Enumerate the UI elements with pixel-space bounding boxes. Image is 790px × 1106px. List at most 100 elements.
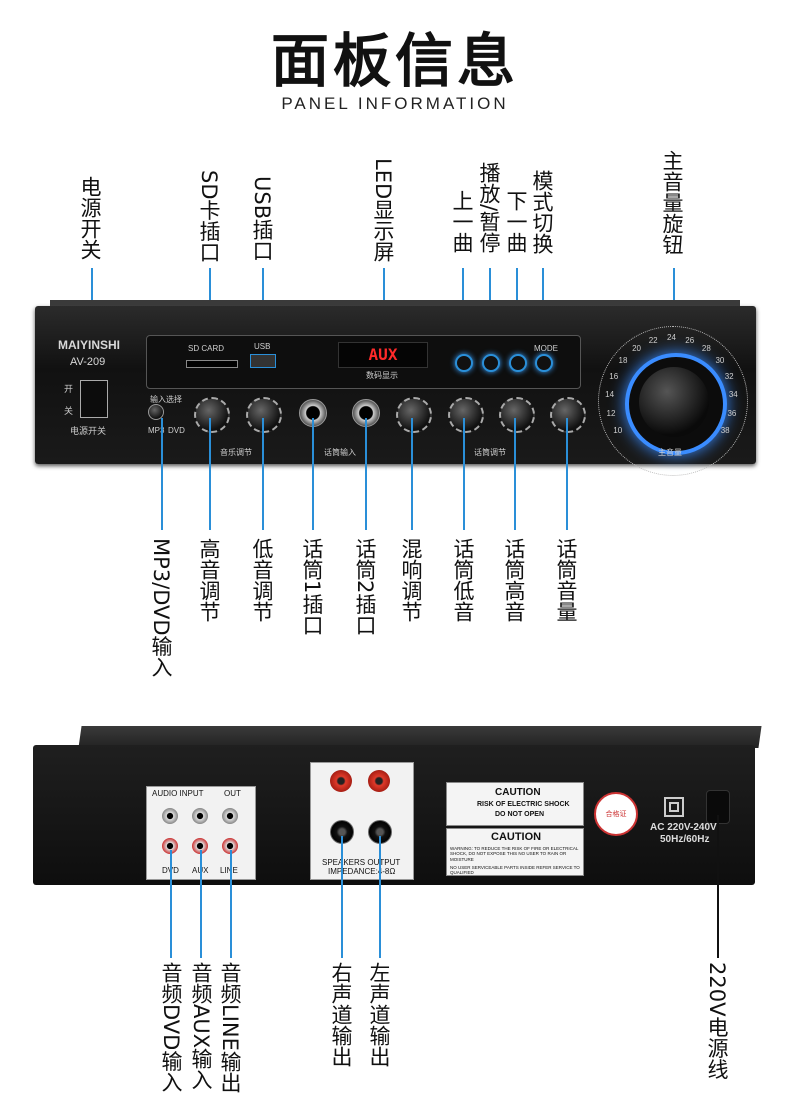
label-master-volume: 主音量旋钮 xyxy=(660,150,685,255)
volume-scale-tick: 20 xyxy=(632,343,641,353)
mode-button[interactable] xyxy=(535,354,553,372)
line-left-jack[interactable] xyxy=(222,808,238,824)
prev-track-button[interactable] xyxy=(455,354,473,372)
label-bass: 低音调节 xyxy=(250,538,275,622)
ac-spec-voltage: AC 220V-240V xyxy=(650,822,717,833)
mic-treble-knob[interactable] xyxy=(499,397,535,433)
caution-title: CAUTION xyxy=(495,787,541,798)
pointer-line-mic1 xyxy=(312,418,314,530)
mic-input-text: 话筒输入 xyxy=(324,448,356,457)
label-audio-aux: 音频AUX输入 xyxy=(189,962,214,1091)
next-track-button[interactable] xyxy=(509,354,527,372)
label-play-pause: 播放/暂停 xyxy=(477,162,502,254)
mic-adjust-text: 话筒调节 xyxy=(474,448,506,457)
play-pause-button[interactable] xyxy=(482,354,500,372)
caution-label-top: CAUTION RISK OF ELECTRIC SHOCK DO NOT OP… xyxy=(446,782,584,826)
pointer-line-line xyxy=(230,850,232,958)
label-mic-treble: 话筒高音 xyxy=(502,538,527,622)
front-panel-top xyxy=(50,300,740,310)
pointer-line-right-out xyxy=(341,836,343,958)
master-volume-knob[interactable] xyxy=(639,367,709,437)
power-cord xyxy=(717,815,719,958)
mic-volume-knob[interactable] xyxy=(550,397,586,433)
volume-scale-tick: 12 xyxy=(606,408,616,418)
sd-card-text: SD CARD xyxy=(188,344,225,353)
pointer-line-treble xyxy=(209,418,211,530)
left-positive-terminal[interactable] xyxy=(368,770,390,792)
impedance-text: IMPEDANCE:4-8Ω xyxy=(328,867,396,876)
page-title: 面板信息 xyxy=(270,27,519,95)
pointer-line-mic-bass xyxy=(463,418,465,530)
volume-scale-tick: 18 xyxy=(618,356,628,366)
volume-scale-tick: 24 xyxy=(667,333,676,342)
volume-scale-tick: 28 xyxy=(701,343,711,353)
led-display: AUX xyxy=(338,342,428,368)
volume-scale-tick: 10 xyxy=(613,426,623,435)
switch-caption: 电源开关 xyxy=(70,427,107,437)
label-treble: 高音调节 xyxy=(197,538,222,622)
label-right-out: 右声道输出 xyxy=(329,962,354,1067)
label-mic-bass: 话筒低音 xyxy=(451,538,476,622)
input-select-text: 输入选择 xyxy=(150,395,182,404)
speakers-output-text: SPEAKERS OUTPUT xyxy=(322,858,401,867)
label-mic-volume: 话筒音量 xyxy=(554,538,579,622)
label-audio-dvd: 音频DVD输入 xyxy=(159,962,184,1093)
pointer-line-mic-treble xyxy=(514,418,516,530)
aux-right-jack[interactable] xyxy=(192,838,208,854)
power-switch[interactable] xyxy=(80,380,108,418)
warning-text: WARNING: TO REDUCE THE RISK OF FIRE OR E… xyxy=(450,846,579,862)
dvd-left-jack[interactable] xyxy=(162,808,178,824)
mic-bass-knob[interactable] xyxy=(448,397,484,433)
right-positive-terminal[interactable] xyxy=(330,770,352,792)
echo-knob[interactable] xyxy=(396,397,432,433)
master-caption: 主音量 xyxy=(658,448,682,457)
label-left-out: 左声道输出 xyxy=(367,962,392,1067)
line-right-jack[interactable] xyxy=(222,838,238,854)
label-power-switch: 电源开关 xyxy=(78,176,103,260)
speaker-output-block xyxy=(310,762,414,880)
pointer-line-mic-volume xyxy=(566,418,568,530)
sd-card-slot[interactable] xyxy=(186,360,238,368)
usb-text: USB xyxy=(254,342,271,351)
usb-port[interactable] xyxy=(250,354,276,368)
volume-scale-tick: 38 xyxy=(720,426,730,435)
volume-scale-tick: 22 xyxy=(648,335,658,345)
model-number: AV-209 xyxy=(70,356,106,368)
volume-scale-tick: 16 xyxy=(609,372,619,382)
volume-scale-tick: 14 xyxy=(605,390,615,400)
audio-input-text: AUDIO INPUT xyxy=(152,789,204,798)
treble-knob[interactable] xyxy=(194,397,230,433)
label-audio-line: 音频LINE输出 xyxy=(218,962,243,1093)
label-power-cord: 220V电源线 xyxy=(705,962,730,1080)
label-mic1: 话筒1插口 xyxy=(300,538,325,636)
label-echo: 混响调节 xyxy=(399,538,424,622)
pointer-line-mp3 xyxy=(161,418,163,530)
label-sd-slot: SD卡插口 xyxy=(197,170,222,263)
volume-scale-tick: 34 xyxy=(728,390,738,400)
input-select-switch[interactable] xyxy=(148,404,164,420)
mode-text: MODE xyxy=(534,344,558,353)
switch-on-text: 开 xyxy=(64,385,74,395)
pointer-line-echo xyxy=(411,418,413,530)
dvd-text: DVD xyxy=(168,426,185,435)
line-text: LINE xyxy=(220,866,238,875)
label-prev-track: 上一曲 xyxy=(450,190,475,253)
pointer-line-bass xyxy=(262,418,264,530)
label-next-track: 下一曲 xyxy=(504,190,529,253)
dvd-right-jack[interactable] xyxy=(162,838,178,854)
pointer-line-mic2 xyxy=(365,418,367,530)
label-usb-slot: USB插口 xyxy=(250,176,275,262)
double-insulation-icon xyxy=(664,797,684,817)
service-text: NO USER SERVICEABLE PARTS INSIDE REFER S… xyxy=(450,865,580,875)
volume-scale xyxy=(598,326,748,476)
risk-line2: DO NOT OPEN xyxy=(495,811,545,818)
switch-off-text: 关 xyxy=(64,407,74,417)
bass-knob[interactable] xyxy=(246,397,282,433)
out-text: OUT xyxy=(224,789,241,798)
pointer-line-dvd xyxy=(170,850,172,958)
volume-scale-tick: 26 xyxy=(685,335,695,345)
caution-label-bottom: CAUTION WARNING: TO REDUCE THE RISK OF F… xyxy=(446,828,584,876)
music-adjust-text: 音乐调节 xyxy=(220,448,252,457)
aux-left-jack[interactable] xyxy=(192,808,208,824)
label-mp3-dvd-input: MP3/DVD输入 xyxy=(149,538,174,678)
